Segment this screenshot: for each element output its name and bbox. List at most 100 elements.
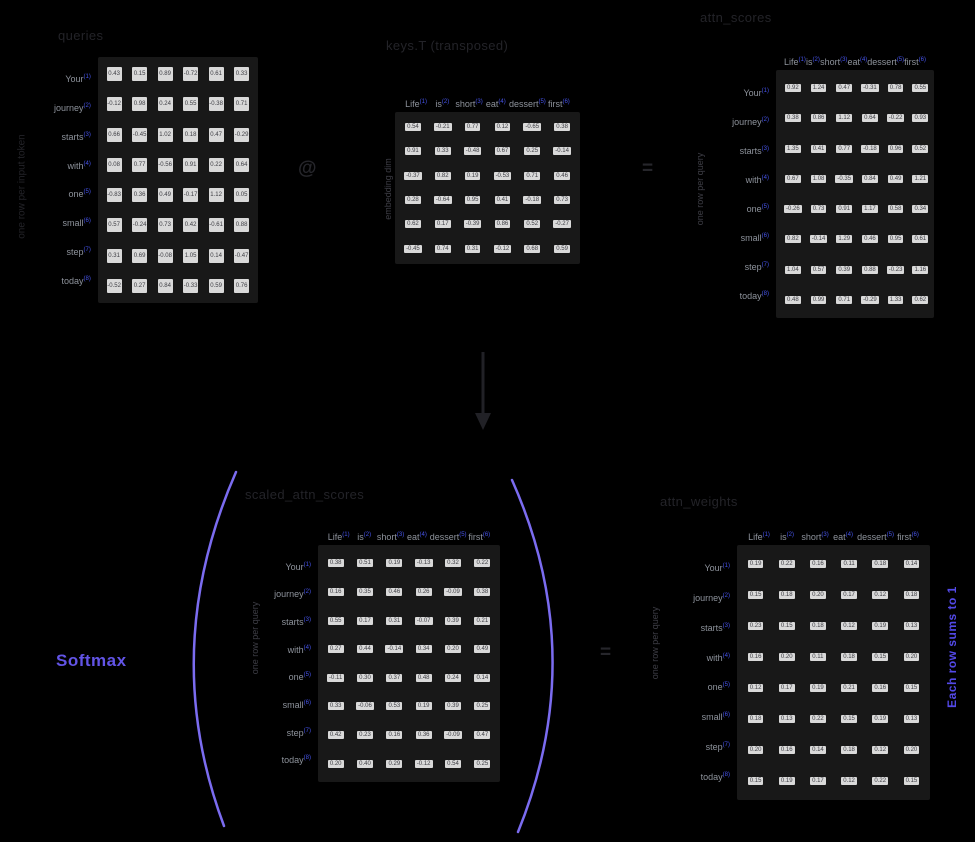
matrix-cell-value: 0.15 <box>778 621 795 630</box>
matrix-cell-value: 0.15 <box>747 590 764 599</box>
matrix-cell: 0.88 <box>233 216 250 234</box>
token-index-superscript: (8) <box>761 290 769 297</box>
token-index-superscript: (4) <box>722 652 730 659</box>
matrix-cell-value: -0.65 <box>523 123 542 132</box>
down-arrow <box>475 352 491 430</box>
matrix-cell: -0.14 <box>809 229 828 249</box>
matrix-cell: -0.21 <box>433 120 453 134</box>
token-label: today(8) <box>281 755 311 766</box>
matrix-cell-value: 0.11 <box>810 652 826 661</box>
matrix-cell: 0.38 <box>784 108 802 128</box>
matrix-cell: 0.61 <box>912 229 929 249</box>
matrix-cell-value: 0.16 <box>778 746 795 755</box>
matrix-cell: 0.55 <box>912 78 929 98</box>
matrix-cell-value: -0.45 <box>132 127 148 142</box>
attn-scores-matrix: Life(1)is(2)short(3)eat(4)dessert(5)firs… <box>704 49 934 318</box>
matrix-cell-value: 0.38 <box>474 587 491 596</box>
matrix-cell: 1.16 <box>912 260 929 280</box>
matrix-cell: 0.21 <box>473 610 492 631</box>
matrix-cell: 0.44 <box>355 639 374 660</box>
matrix-cell: 0.20 <box>776 646 797 667</box>
matrix-cell: -0.37 <box>403 169 423 183</box>
matrix-cell-value: -0.22 <box>886 114 905 123</box>
matrix-cell: 0.16 <box>326 582 345 603</box>
token-label: Life(1) <box>405 99 428 109</box>
matrix-cell-value: -0.14 <box>553 147 571 156</box>
matrix-cell: 0.13 <box>901 709 922 730</box>
matrix-cell: -0.13 <box>414 553 433 574</box>
matrix-cell: 0.71 <box>835 290 853 310</box>
matrix-cell: 0.32 <box>443 553 462 574</box>
matrix-cell-value: 0.33 <box>234 67 250 82</box>
token-index-superscript: (2) <box>722 592 730 599</box>
token-index-superscript: (4) <box>83 160 91 167</box>
matrix-cell: 0.95 <box>463 193 483 207</box>
matrix-cell: 0.18 <box>838 740 859 761</box>
matrix-cell: 0.20 <box>326 753 345 774</box>
matrix-cell-value: 1.12 <box>836 114 853 123</box>
matrix-cell: 0.71 <box>233 95 250 113</box>
matrix-cell: 0.25 <box>473 753 492 774</box>
matrix-cell-value: -0.61 <box>208 218 224 233</box>
matrix-cell-value: -0.14 <box>385 645 404 654</box>
matrix-cell-value: 0.21 <box>474 616 491 625</box>
softmax-right-parenthesis <box>510 478 554 834</box>
matrix-cell-value: 1.21 <box>912 174 929 183</box>
matrix-cell: 0.18 <box>182 126 199 144</box>
matrix-cell: 0.55 <box>182 95 199 113</box>
matrix-cell: -0.27 <box>552 217 572 231</box>
matrix-cell-value: 0.19 <box>415 702 432 711</box>
matrix-cell-value: 0.12 <box>872 746 889 755</box>
matrix-cell-value: 0.14 <box>810 746 826 755</box>
matrix-cell: -0.38 <box>208 95 225 113</box>
token-index-superscript: (2) <box>303 589 311 596</box>
matrix-cell-value: 0.57 <box>106 218 122 233</box>
matrix-cell-value: 1.12 <box>208 188 224 203</box>
attn-weights-matrix: Life(1)is(2)short(3)eat(4)dessert(5)firs… <box>665 524 930 800</box>
matrix-cell: 0.17 <box>776 678 797 699</box>
matrix-cell-value: 0.52 <box>524 220 541 229</box>
matrix-cell: 0.61 <box>208 65 225 83</box>
matrix-cell-value: 0.26 <box>415 587 432 596</box>
matrix-cell-value: 0.16 <box>747 652 764 661</box>
token-index-superscript: (5) <box>303 672 311 679</box>
matrix-cell: 0.62 <box>403 217 423 231</box>
matrix-cell-value: -0.48 <box>463 147 482 156</box>
matrix-cell-value: -0.37 <box>404 171 422 180</box>
matrix-cell: 0.12 <box>838 615 859 636</box>
matrix-cell: 0.48 <box>784 290 802 310</box>
matrix-cell-value: 0.21 <box>841 684 857 693</box>
matrix-cell: 0.15 <box>745 771 766 792</box>
matrix-cell: 0.17 <box>807 771 828 792</box>
matrix-cell-value: 0.22 <box>208 157 224 172</box>
matrix-cell-value: 0.44 <box>357 645 373 654</box>
matmul-operator: @ <box>298 158 317 179</box>
matrix-cell: 0.73 <box>810 199 828 219</box>
matrix-cell-value: -0.47 <box>234 248 250 263</box>
matrix-cell-value: 0.13 <box>778 715 795 724</box>
matrix-cell-value: 0.82 <box>434 171 451 180</box>
scaled-scores-row-labels: Your(1)journey(2)starts(3)with(4)one(5)s… <box>246 545 311 782</box>
token-label: eat(4) <box>407 532 427 542</box>
token-label: first(6) <box>904 57 926 67</box>
token-label: short(3) <box>455 99 483 109</box>
matrix-cell-value: 0.91 <box>183 157 199 172</box>
matrix-cell-value: 0.91 <box>405 147 421 156</box>
matrix-cell-value: 0.30 <box>357 673 373 682</box>
matrix-cell: -0.12 <box>106 95 123 113</box>
matrix-cell: 0.66 <box>106 126 123 144</box>
matrix-cell: 0.33 <box>233 65 250 83</box>
matrix-cell: -0.56 <box>157 156 174 174</box>
matrix-cell-value: 0.47 <box>208 127 224 142</box>
token-label: eat(4) <box>833 532 854 542</box>
matrix-cell: 1.12 <box>835 108 853 128</box>
token-index-superscript: (8) <box>83 275 91 282</box>
matrix-cell-value: -0.31 <box>861 84 879 93</box>
matrix-cell: 0.49 <box>473 639 492 660</box>
matrix-cell: -0.29 <box>861 290 879 310</box>
matrix-cell: 0.42 <box>182 216 199 234</box>
matrix-cell: 0.14 <box>208 247 225 265</box>
matrix-cell-value: 0.55 <box>183 97 199 112</box>
token-label: one(5) <box>707 682 730 693</box>
matrix-cell: 0.52 <box>912 139 929 159</box>
